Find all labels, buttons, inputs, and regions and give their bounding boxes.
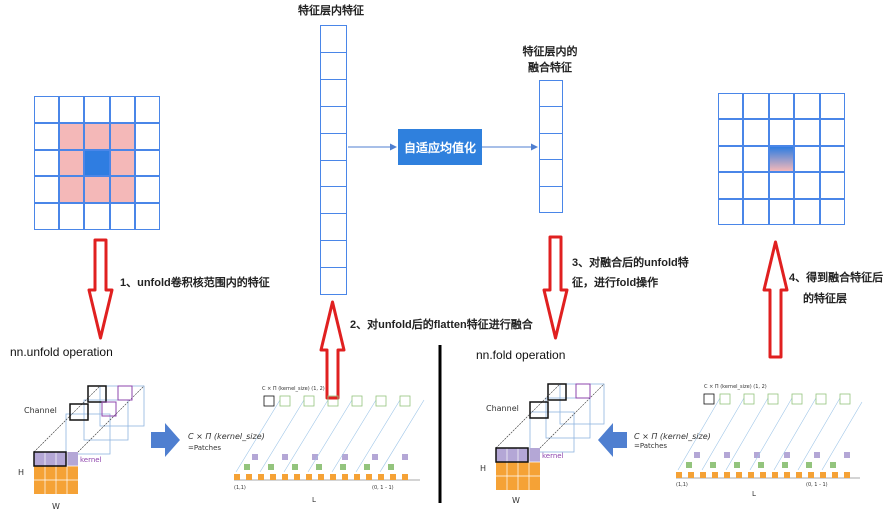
step3-line1: 3、对融合后的unfold特 — [572, 257, 689, 269]
fold-axis-end: (0, 1 - 1) — [806, 482, 828, 488]
red-arrow-up-2 — [319, 300, 346, 400]
unfold-patches: =Patches — [188, 444, 222, 452]
fold-op-title: nn.fold operation — [476, 348, 566, 362]
blue-arrow-left — [598, 423, 627, 457]
center-cell — [84, 149, 110, 177]
step4-line1: 4、得到融合特征后 — [789, 272, 884, 284]
unfold-col-caption: C × Π (kernel_size) (1, 2) — [262, 386, 325, 392]
fold-channel-label: Channel — [486, 404, 519, 413]
fold-l-label: L — [752, 490, 756, 498]
unfold-w-label: W — [52, 502, 60, 511]
unfold-channel-label: Channel — [24, 406, 57, 415]
fold-kernel-label: kernel — [542, 452, 564, 460]
step2-label: 2、对unfold后的flatten特征进行融合 — [350, 319, 533, 331]
fold-axis-start: (1,1) — [676, 482, 688, 488]
fold-patches: =Patches — [634, 442, 668, 450]
fold-h-label: H — [480, 464, 487, 473]
unfold-axis-start: (1,1) — [234, 485, 246, 491]
unfold-l-label: L — [312, 496, 316, 504]
unfold-axis-end: (0, 1 - 1) — [372, 485, 394, 491]
fused-title-line2: 融合特征 — [528, 62, 572, 74]
step1-label: 1、unfold卷积核范围内的特征 — [120, 277, 270, 289]
adaptive-avg-pool-box: 自适应均值化 — [398, 129, 482, 165]
fused-title-line1: 特征层内的 — [522, 46, 578, 58]
fused-center-cell — [768, 145, 795, 173]
fold-w-label: W — [512, 496, 520, 505]
step4-line2: 的特征层 — [803, 293, 847, 305]
unfold-op-title: nn.unfold operation — [10, 345, 113, 359]
fold-patches-illustration — [676, 393, 863, 479]
unfold-patches-illustration — [234, 395, 425, 481]
fused-feature-column — [539, 80, 563, 214]
unfold-formula: C × Π (kernel_size) — [188, 432, 265, 441]
fold-cube-illustration — [495, 383, 605, 490]
red-arrow-up-4 — [762, 240, 789, 359]
fused-feature-title: 特征层内的 融合特征 — [520, 44, 580, 76]
step4-label: 4、得到融合特征后 的特征层 — [789, 268, 883, 310]
intra-feature-title: 特征层内特征 — [298, 5, 364, 17]
fold-formula: C × Π (kernel_size) — [634, 432, 711, 441]
unfold-cube-illustration — [33, 385, 145, 494]
intra-feature-column — [320, 25, 347, 296]
red-arrow-down-3 — [542, 235, 569, 340]
step3-line2: 征，进行fold操作 — [572, 277, 659, 289]
output-feature-grid — [718, 93, 845, 225]
unfold-h-label: H — [18, 468, 25, 477]
fold-col-caption: C × Π (kernel_size) (1, 2) — [704, 384, 767, 390]
unfold-kernel-label: kernel — [80, 456, 102, 464]
blue-arrow-right — [151, 423, 180, 457]
input-feature-grid — [34, 96, 160, 230]
red-arrow-down-1 — [87, 238, 114, 340]
step3-label: 3、对融合后的unfold特 征，进行fold操作 — [572, 253, 689, 293]
